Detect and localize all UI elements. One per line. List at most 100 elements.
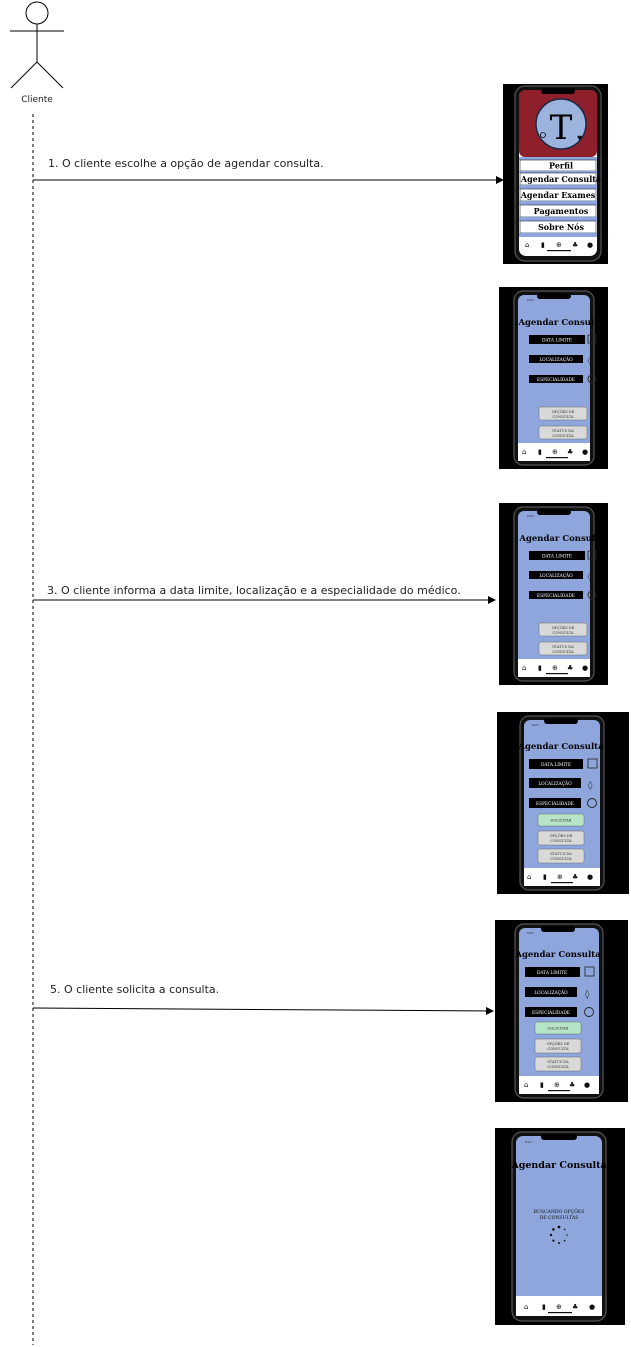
location-pin-icon[interactable]: ◊ — [585, 989, 590, 1000]
piggy-bank-icon[interactable]: ♣ — [572, 1303, 578, 1311]
message-3-label: 3. O cliente informa a data limite, loca… — [47, 584, 461, 597]
location-pin-icon[interactable]: ◊ — [588, 356, 592, 365]
phone-form-submit: 9:27 Agendar Consulta DATA LIMITE LOCALI… — [495, 920, 628, 1102]
status-button[interactable] — [538, 641, 588, 656]
options-label-2: CONSULTA — [550, 839, 572, 843]
svg-text:9:27: 9:27 — [525, 1140, 532, 1144]
request-button[interactable] — [534, 1021, 582, 1035]
test-tube-icon[interactable]: ▮ — [541, 241, 545, 249]
medical-cross-icon[interactable]: ⊕ — [552, 664, 558, 672]
logo-circle — [535, 98, 587, 150]
medical-cross-icon[interactable]: ⊕ — [554, 1081, 560, 1089]
heart-icon: ♥ — [577, 135, 582, 142]
home-icon[interactable]: ⌂ — [522, 664, 526, 672]
plus-circle-icon[interactable] — [587, 374, 597, 384]
location-label: LOCALIZAÇÃO — [538, 781, 572, 787]
date-limit-label: DATA LIMITE — [542, 339, 572, 344]
test-tube-icon[interactable]: ▮ — [542, 1303, 546, 1311]
options-label-1: OPÇÕES DE — [552, 625, 575, 630]
home-icon[interactable]: ⌂ — [527, 873, 531, 881]
test-tube-icon[interactable]: ▮ — [543, 873, 547, 881]
location-pin-icon[interactable]: ◊ — [588, 572, 592, 581]
specialty-field[interactable] — [525, 1007, 577, 1017]
request-button[interactable] — [537, 813, 585, 827]
specialty-field[interactable] — [529, 591, 583, 599]
location-field[interactable] — [529, 778, 581, 788]
piggy-bank-icon[interactable]: ♣ — [572, 241, 578, 249]
location-field[interactable] — [525, 987, 577, 997]
status-button[interactable] — [534, 1056, 582, 1072]
date-limit-field[interactable] — [525, 967, 580, 977]
piggy-bank-icon[interactable]: ♣ — [572, 873, 578, 881]
options-label-1: OPÇÕES DE — [550, 833, 573, 838]
status-label-2: CONSULTA — [550, 857, 572, 861]
user-icon[interactable]: ● — [587, 241, 593, 249]
actor-leg-right — [36, 61, 64, 89]
message-1: 1. O cliente escolhe a opção de agendar … — [33, 157, 504, 184]
user-icon[interactable]: ● — [582, 448, 588, 456]
menu-item-perfil-label: Perfil — [549, 161, 573, 171]
user-icon[interactable]: ● — [589, 1303, 595, 1311]
user-icon[interactable]: ● — [587, 873, 593, 881]
date-limit-field[interactable] — [529, 335, 585, 344]
form-title: Agendar Consulta — [518, 534, 605, 544]
home-icon[interactable]: ⌂ — [524, 1303, 528, 1311]
date-limit-label: DATA LIMITE — [542, 555, 572, 560]
bottom-bar: ⌂ ▮ ⊕ ♣ ● — [525, 241, 593, 252]
medical-cross-icon[interactable]: ⊕ — [556, 1303, 562, 1311]
date-limit-field[interactable] — [529, 551, 585, 560]
medical-cross-icon[interactable]: ⊕ — [557, 873, 563, 881]
specialty-field[interactable] — [529, 375, 583, 383]
message-5-arrow — [32, 1006, 494, 1015]
test-tube-icon[interactable]: ▮ — [538, 664, 542, 672]
location-label: LOCALIZAÇÃO — [539, 357, 573, 363]
specialty-field[interactable] — [529, 798, 581, 808]
options-button[interactable] — [534, 1038, 582, 1054]
home-icon[interactable]: ⌂ — [525, 241, 529, 249]
plus-circle-icon[interactable] — [584, 1007, 594, 1017]
test-tube-icon[interactable]: ▮ — [538, 448, 542, 456]
status-label-2: CONSULTA — [547, 1065, 569, 1069]
form-title: Agendar Consulta — [514, 950, 601, 960]
location-pin-icon[interactable]: ◊ — [588, 780, 593, 791]
menu-item-pagamentos-label: Pagamentos — [534, 206, 589, 216]
test-tube-icon[interactable]: ▮ — [540, 1081, 544, 1089]
user-icon[interactable]: ● — [584, 1081, 590, 1089]
specialty-label: ESPECIALIDADE — [537, 378, 575, 383]
medical-cross-icon[interactable]: ⊕ — [556, 241, 562, 249]
options-button[interactable] — [537, 830, 585, 846]
options-label-1: OPÇÕES DE — [552, 409, 575, 414]
piggy-bank-icon[interactable]: ♣ — [567, 448, 573, 456]
calendar-icon[interactable] — [587, 334, 597, 344]
message-3: 3. O cliente informa a data limite, loca… — [33, 584, 496, 604]
calendar-icon[interactable] — [584, 966, 595, 977]
date-limit-label: DATA LIMITE — [541, 763, 571, 768]
calendar-icon[interactable] — [587, 550, 597, 560]
user-icon[interactable]: ● — [582, 664, 588, 672]
status-button[interactable] — [538, 425, 588, 440]
loading-title: Agendar Consulta — [510, 1160, 606, 1171]
loading-spinner-icon — [549, 1225, 568, 1244]
date-limit-label: DATA LIMITE — [537, 971, 567, 976]
medical-cross-icon[interactable]: ⊕ — [552, 448, 558, 456]
date-limit-field[interactable] — [529, 759, 583, 769]
location-label: LOCALIZAÇÃO — [534, 990, 568, 996]
home-icon[interactable]: ⌂ — [522, 448, 526, 456]
plus-circle-icon[interactable] — [587, 590, 597, 600]
calendar-icon[interactable] — [587, 758, 598, 769]
status-button[interactable] — [537, 848, 585, 864]
menu-item-agendar-exames-label: Agendar Exames — [520, 190, 596, 200]
options-button[interactable] — [538, 622, 588, 637]
location-field[interactable] — [529, 355, 583, 363]
piggy-bank-icon[interactable]: ♣ — [569, 1081, 575, 1089]
home-icon[interactable]: ⌂ — [524, 1081, 528, 1089]
options-button[interactable] — [538, 406, 588, 421]
location-field[interactable] — [529, 571, 583, 579]
bottom-bar: ⌂ ▮ ⊕ ♣ ● — [524, 1081, 590, 1092]
piggy-bank-icon[interactable]: ♣ — [567, 664, 573, 672]
plus-circle-icon[interactable] — [587, 798, 597, 808]
phone-home-screen: T ♥ Perfil Agendar Consulta Agendar Exam… — [503, 84, 608, 264]
menu-item-agendar-consulta-label: Agendar Consulta — [520, 174, 601, 184]
options-label-2: CONSULTA — [552, 415, 574, 419]
